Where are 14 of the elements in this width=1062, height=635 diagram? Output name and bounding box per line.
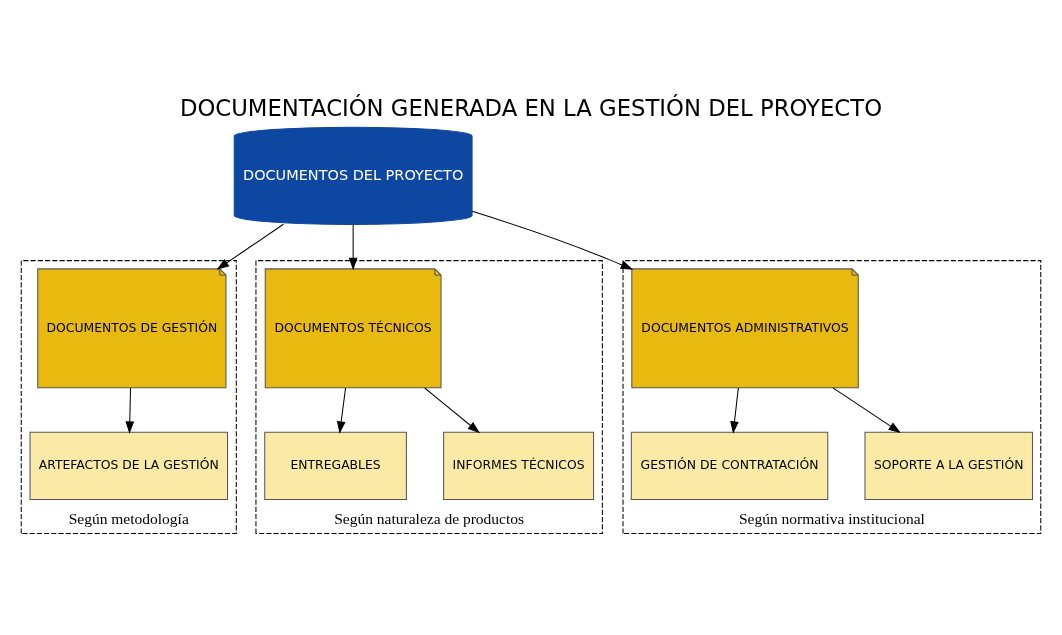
arrow — [125, 387, 135, 434]
arrow — [424, 387, 480, 433]
diagram-title: DOCUMENTACIÓN GENERADA EN LA GESTIÓN DEL PROYECTO — [179, 94, 883, 121]
arrow — [471, 210, 634, 270]
node-box: GESTIÓN DE CONTRATACIÓN — [630, 431, 829, 500]
arrow — [832, 386, 901, 433]
node-box: INFORMES TÉCNICOS — [443, 431, 595, 500]
arrow — [730, 387, 739, 434]
node-box: ARTEFACTOS DE LA GESTIÓN — [29, 431, 229, 500]
node-box: ENTREGABLES — [264, 431, 407, 500]
arrow — [336, 387, 347, 434]
arrow — [348, 223, 358, 270]
arrow — [216, 223, 284, 270]
node-box: SOPORTE A LA GESTIÓN — [864, 431, 1033, 500]
